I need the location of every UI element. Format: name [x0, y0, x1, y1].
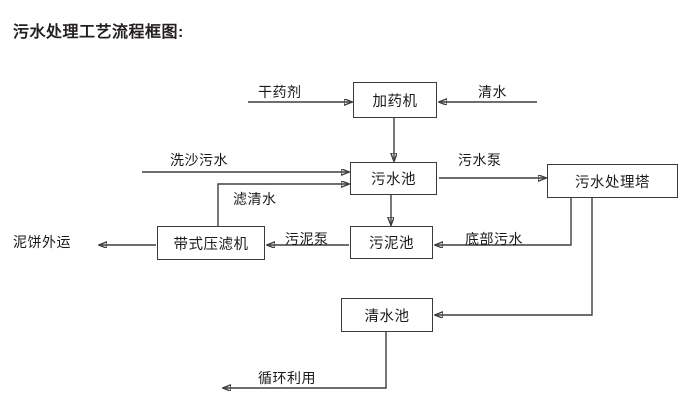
- edge-label-recycle-use: 循环利用: [258, 370, 316, 386]
- node-label: 清水池: [364, 308, 410, 325]
- node-clear-water-pool[interactable]: 清水池: [341, 298, 433, 332]
- node-dosing-machine[interactable]: 加药机: [353, 82, 437, 118]
- edge-treatment-tower-to-sludge-pool: [435, 198, 572, 245]
- edge-label-filtered-water: 滤清水: [233, 191, 277, 207]
- edge-label-sludge-pump: 污泥泵: [285, 231, 329, 247]
- edge-label-clean-water: 清水: [478, 84, 507, 100]
- node-label: 加药机: [372, 93, 418, 110]
- edge-belt-filter-press-to-wastewater-pool: [217, 184, 349, 226]
- node-belt-filter-press[interactable]: 带式压滤机: [157, 226, 265, 260]
- node-label: 污水处理塔: [575, 174, 650, 191]
- edge-treatment-tower-to-clear-water-pool: [435, 198, 593, 315]
- node-label: 带式压滤机: [173, 236, 249, 253]
- edge-label-dry-chemical: 干药剂: [258, 84, 302, 100]
- page-title: 污水处理工艺流程框图:: [13, 24, 184, 41]
- node-label: 污水池: [371, 172, 416, 188]
- node-label: 污泥池: [369, 236, 414, 252]
- node-sludge-pool[interactable]: 污泥池: [350, 226, 433, 259]
- node-treatment-tower[interactable]: 污水处理塔: [547, 164, 678, 198]
- edge-clear-water-pool-to-recycle: [223, 332, 387, 388]
- terminal-label-mud-cake-outbound: 泥饼外运: [13, 234, 71, 250]
- node-wastewater-pool[interactable]: 污水池: [350, 162, 437, 195]
- edge-label-sewage-pump: 污水泵: [458, 152, 502, 168]
- edge-label-bottom-sewage: 底部污水: [465, 231, 523, 247]
- edge-label-sand-wash-sewage: 洗沙污水: [170, 152, 228, 168]
